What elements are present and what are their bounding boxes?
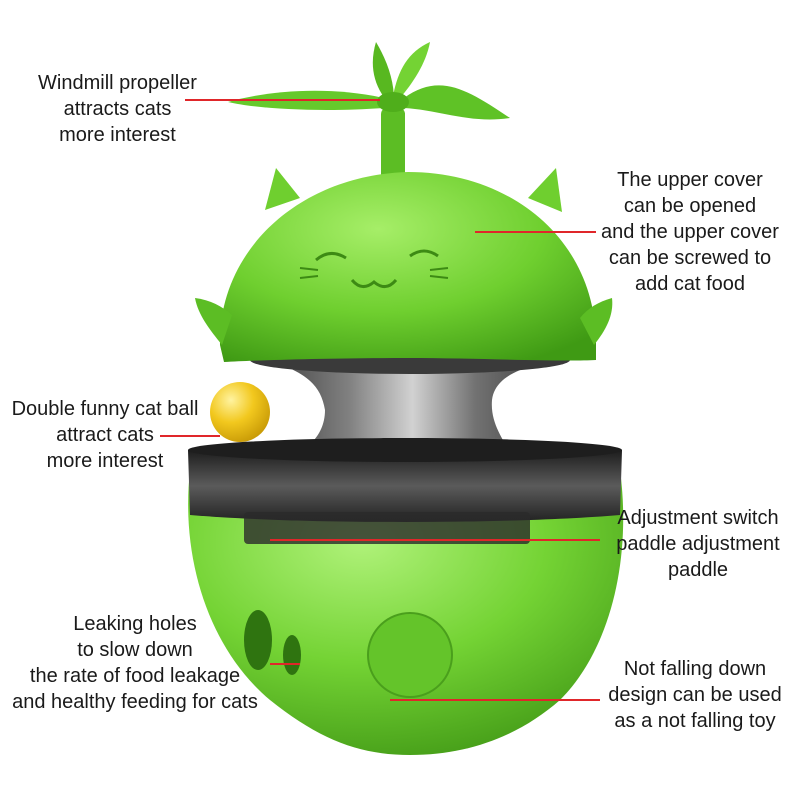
callout-text: add cat food [634,273,746,295]
callout-text: Leaking holes [73,613,197,635]
weighted-base [188,438,624,755]
callout-text: The upper cover [617,169,763,191]
callout-cat-ball: Double funny cat ball attract cats more … [0,396,210,474]
smoked-food-ring [188,450,622,522]
propeller-hub [377,92,409,112]
cat-mouth [350,278,398,288]
callout-text: and the upper cover [601,221,779,243]
propeller-blade-right [404,85,510,120]
callout-text: Not falling down [623,658,767,680]
leak-hole [244,610,272,670]
callout-windmill-propeller: Windmill propeller attracts cats more in… [10,70,225,148]
callout-text: attract cats [56,424,154,446]
leak-hole [283,635,301,675]
propeller-blade-top [393,42,430,98]
callout-adjustment-switch: Adjustment switch paddle adjustment padd… [596,505,800,583]
cat-ear-left [265,168,300,210]
callout-text: Adjustment switch [617,507,779,529]
callout-leaking-holes: Leaking holes to slow down the rate of f… [0,611,270,715]
callout-not-falling: Not falling down design can be used as a… [600,656,790,734]
adjustment-paddle [244,512,530,544]
callout-lines [160,99,600,701]
callout-text: and healthy feeding for cats [12,691,258,713]
propeller-shaft [381,108,405,188]
callout-text: more interest [59,124,176,146]
callout-text: design can be used [608,684,782,706]
propeller-blade-back [372,42,394,100]
cat-paw-left [195,298,232,345]
callout-text: more interest [46,450,164,472]
callout-text: Double funny cat ball [11,398,199,420]
cat-ear-right [528,168,562,212]
textured-pad [367,612,453,698]
callout-text: the rate of food leakage [29,665,241,687]
callout-text: to slow down [77,639,193,661]
callout-upper-cover: The upper cover can be opened and the up… [590,167,790,297]
cat-eye-right [409,249,439,258]
callout-text: as a not falling toy [614,710,776,732]
callout-text: Windmill propeller [38,72,197,94]
cat-whiskers-left [299,267,319,279]
cat-eye-left [315,252,347,262]
callout-text: paddle [667,559,729,581]
callout-text: can be opened [623,195,757,217]
callout-text: can be screwed to [608,247,772,269]
callout-text: paddle adjustment [616,533,780,555]
windmill-propeller [228,42,510,188]
yellow-cat-ball [210,382,270,442]
callout-text: attracts cats [63,98,172,120]
upper-cover [195,168,613,362]
cat-whiskers-right [429,267,449,279]
cat-paw-right [580,298,613,345]
